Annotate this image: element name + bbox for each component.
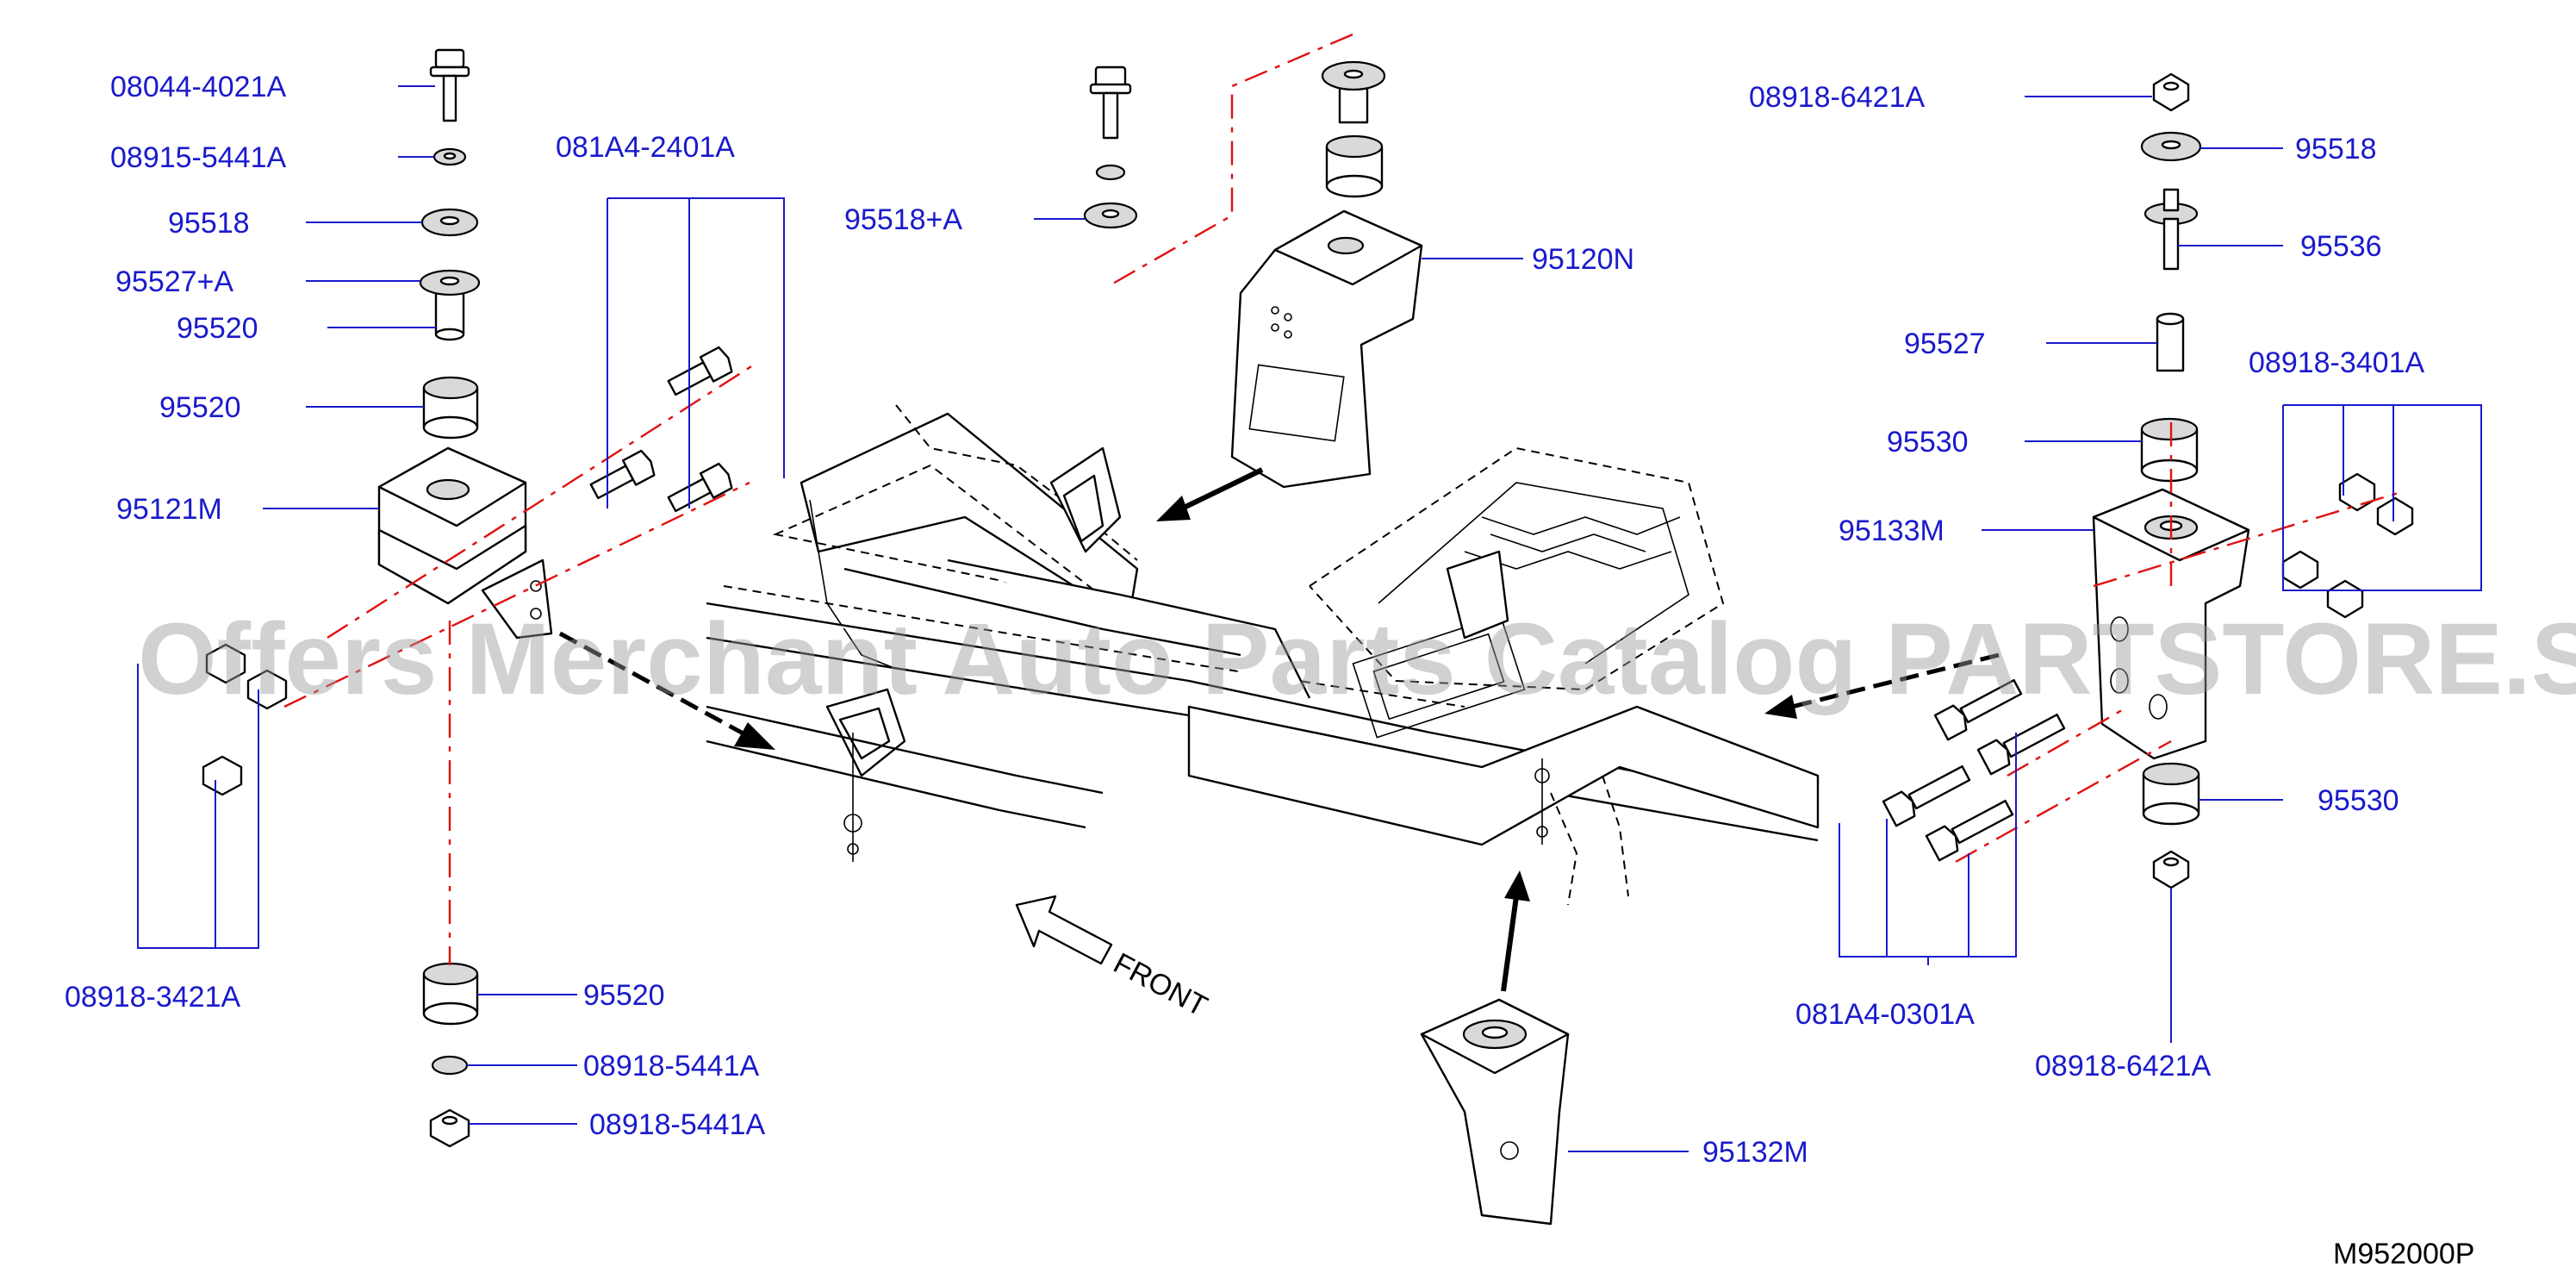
bolt-part — [429, 48, 470, 122]
collar-part — [1321, 60, 1386, 124]
nut-set — [2281, 472, 2414, 619]
label-95530: 95530 — [2318, 784, 2399, 817]
label-95518a: 95518+A — [844, 203, 962, 236]
body-mount-bracket-95121m — [377, 446, 553, 640]
front-label: FRONT — [1108, 947, 1212, 1024]
bushing-part — [1325, 134, 1384, 198]
body-mount-bracket-95132m — [1420, 998, 1570, 1226]
bushing-part — [422, 376, 479, 440]
label-95527: 95527 — [1904, 328, 1986, 360]
bushing-part — [422, 962, 479, 1026]
bolt-part — [1089, 66, 1132, 140]
right-mount-parts — [1882, 72, 2414, 889]
label-08915-5441a: 08915-5441A — [110, 141, 287, 174]
part-labels: 08044-4021A 08915-5441A 95518 95527+A 95… — [65, 71, 2425, 1169]
assembly-arrows — [558, 467, 2000, 992]
vehicle-frame — [706, 404, 1820, 906]
label-95121m: 95121M — [116, 493, 222, 526]
label-08044-4021a: 08044-4021A — [110, 71, 287, 103]
label-08918-6421a: 08918-6421A — [2035, 1050, 2212, 1082]
label-081a4-2401a: 081A4-2401A — [556, 131, 735, 164]
label-081a4-0301a: 081A4-0301A — [1795, 998, 1975, 1031]
bolt-set — [589, 346, 733, 513]
label-08918-3401a: 08918-3401A — [2249, 346, 2425, 379]
label-08918-3421a: 08918-3421A — [65, 981, 241, 1014]
label-08918-5441a: 08918-5441A — [583, 1050, 760, 1082]
label-95520: 95520 — [583, 979, 665, 1012]
label-95536: 95536 — [2300, 230, 2382, 263]
nut-part — [2152, 850, 2190, 889]
body-mount-bracket-95120n — [1230, 209, 1423, 489]
diagram-code: M952000P — [2333, 1238, 2474, 1270]
bushing-part — [2140, 417, 2199, 483]
label-95120n: 95120N — [1532, 243, 1634, 276]
label-95520: 95520 — [159, 391, 241, 424]
label-95133m: 95133M — [1839, 515, 1944, 547]
collar-part — [419, 269, 481, 341]
stud-part — [2144, 188, 2199, 271]
label-08918-6421a: 08918-6421A — [1749, 81, 1926, 114]
label-95530: 95530 — [1887, 426, 1969, 459]
bushing-part — [2142, 762, 2200, 826]
label-08918-5441a: 08918-5441A — [589, 1108, 766, 1141]
label-95518: 95518 — [168, 207, 250, 240]
label-95527a: 95527+A — [115, 265, 233, 298]
label-95518: 95518 — [2295, 133, 2377, 165]
left-mount-parts — [202, 48, 733, 1148]
label-95520: 95520 — [177, 312, 258, 345]
assembly-centerlines — [283, 33, 2405, 965]
collar-part — [2156, 312, 2185, 372]
front-direction-arrow: FRONT — [1015, 895, 1212, 1024]
bolt-set — [1882, 678, 2066, 862]
washer-part — [431, 1055, 469, 1076]
nut-part — [2152, 72, 2190, 112]
leader-lines — [137, 85, 2482, 1152]
center-mount-parts — [1083, 60, 1570, 1226]
watermark: Offers Merchant Auto Parts Catalog PARTS… — [138, 602, 2576, 716]
nut-part — [429, 1108, 470, 1148]
label-95132m: 95132M — [1702, 1136, 1808, 1169]
